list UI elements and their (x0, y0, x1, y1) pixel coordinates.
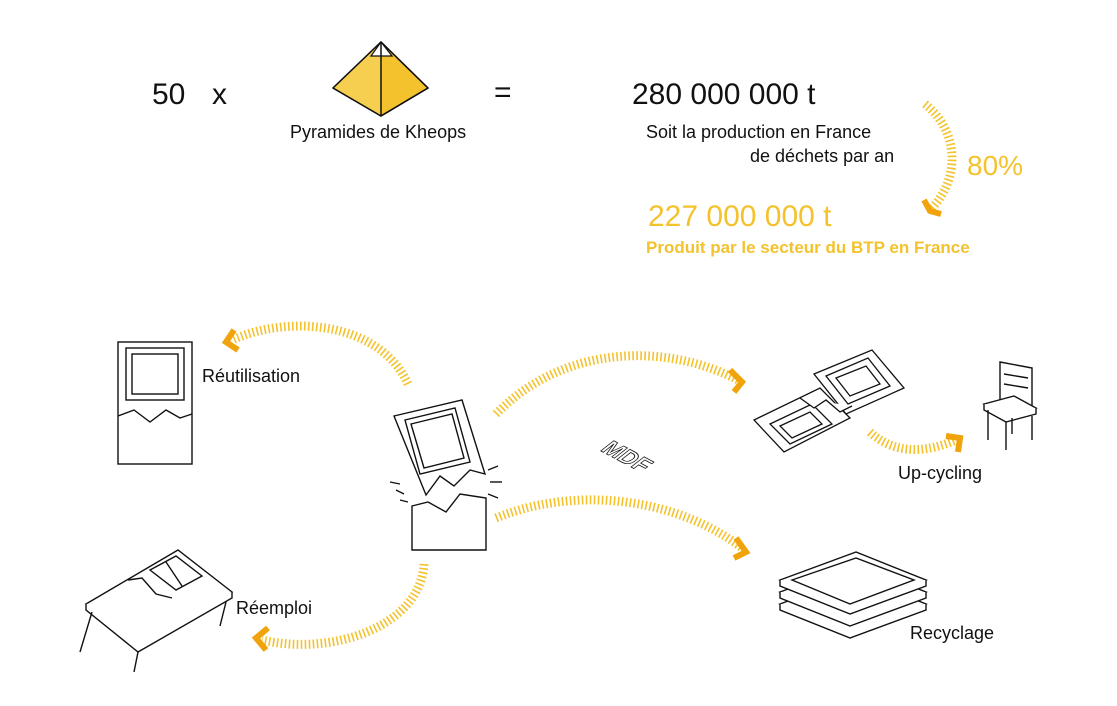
mdf-stamp: MDF (595, 437, 658, 476)
label-reemploi: Réemploi (236, 598, 313, 618)
door-icon (117, 341, 193, 465)
multiply-sign: x (212, 78, 227, 111)
table-icon (79, 549, 234, 673)
chair-icon (982, 361, 1038, 450)
label-upcycling: Up-cycling (898, 463, 983, 483)
percent-arrow (921, 100, 957, 217)
btp-waste-value: 227 000 000 t (648, 200, 832, 233)
arrow-to-upcycling (492, 351, 747, 418)
label-reutilisation: Réutilisation (202, 366, 301, 386)
multiplier-number: 50 (152, 78, 186, 111)
broken-panel-icon (389, 399, 502, 551)
mdf-stack-icon (778, 551, 928, 639)
btp-caption: Produit par le secteur du BTP en France (646, 238, 970, 257)
total-caption-line2: de déchets par an (750, 146, 895, 166)
total-caption-line1: Soit la production en France (646, 122, 872, 142)
total-waste-value: 280 000 000 t (632, 78, 816, 111)
arrow-to-chair (866, 428, 964, 454)
pyramid-label: Pyramides de Kheops (290, 122, 467, 142)
equals-sign: = (494, 76, 512, 109)
pyramid-icon (332, 40, 429, 117)
label-recyclage: Recyclage (910, 623, 995, 643)
disassembled-panel-icon (752, 349, 906, 453)
arrow-to-reutilisation (221, 321, 413, 386)
arrow-to-reemploi (251, 563, 429, 652)
share-percent: 80% (967, 150, 1024, 181)
arrow-to-recyclage (494, 495, 751, 561)
